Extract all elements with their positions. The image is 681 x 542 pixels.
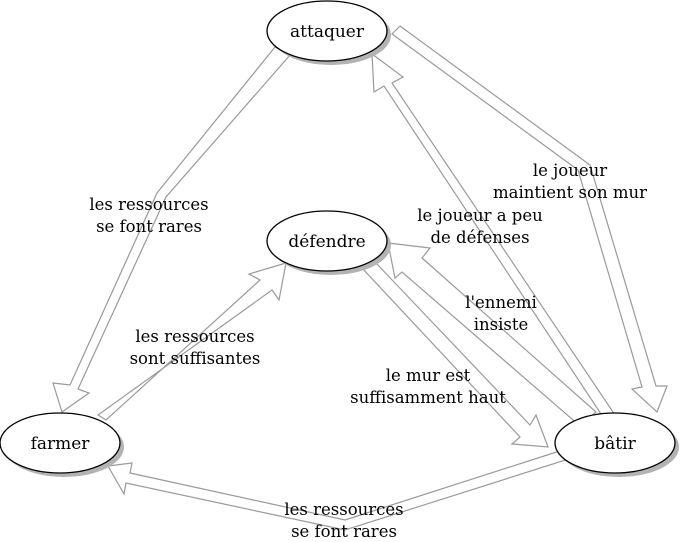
- label-batir-to-defendre: le joueur a peu de défenses: [417, 206, 543, 247]
- arrow-farmer-to-defendre: [96, 262, 287, 421]
- state-batir-ellipse: [554, 412, 676, 474]
- arrow-defendre-to-batir: [360, 261, 549, 448]
- label-defendre-to-batir-line2: suffisamment haut: [350, 388, 506, 407]
- state-defendre: défendre: [266, 210, 391, 275]
- arrow-attaquer-to-farmer: [52, 46, 291, 413]
- state-attaquer: attaquer: [266, 0, 391, 65]
- label-batir-to-defendre-line2: de défenses: [430, 228, 529, 247]
- state-farmer-label: farmer: [31, 434, 91, 454]
- label-attaquer-to-farmer-line2: se font rares: [96, 217, 202, 236]
- label-attaquer-to-batir-line1: le joueur: [533, 161, 607, 180]
- label-defendre-to-batir-line1: le mur est: [386, 366, 471, 385]
- arrow-batir-to-defendre: [387, 242, 597, 427]
- arrow-batir-to-farmer: [107, 446, 576, 531]
- arrow-batir-to-attaquer: [371, 52, 616, 421]
- state-batir: bâtir: [554, 412, 679, 477]
- arrow-attaquer-to-batir: [391, 25, 668, 414]
- label-batir-to-attaquer-line1: l'ennemi: [465, 293, 537, 312]
- label-defendre-to-batir: le mur est suffisamment haut: [350, 366, 506, 407]
- state-defendre-label: défendre: [288, 232, 365, 252]
- state-defendre-ellipse: [266, 210, 388, 272]
- label-attaquer-to-batir-line2: maintient son mur: [493, 183, 647, 202]
- state-farmer-ellipse: [0, 412, 121, 474]
- label-batir-to-farmer-line1: les ressources: [284, 500, 403, 519]
- state-farmer: farmer: [0, 412, 124, 477]
- state-attaquer-ellipse: [266, 0, 388, 62]
- label-farmer-to-defendre-line1: les ressources: [135, 327, 254, 346]
- label-batir-to-farmer: les ressources se font rares: [284, 500, 403, 541]
- label-batir-to-defendre-line1: le joueur a peu: [417, 206, 543, 225]
- label-attaquer-to-farmer: les ressources se font rares: [89, 195, 208, 236]
- label-batir-to-farmer-line2: se font rares: [291, 522, 397, 541]
- state-attaquer-label: attaquer: [290, 22, 365, 42]
- transition-arrows: [52, 25, 668, 531]
- label-batir-to-attaquer: l'ennemi insiste: [465, 293, 537, 334]
- label-farmer-to-defendre: les ressources sont suffisantes: [130, 327, 261, 368]
- state-batir-label: bâtir: [594, 434, 636, 454]
- label-attaquer-to-batir: le joueur maintient son mur: [493, 161, 647, 202]
- label-farmer-to-defendre-line2: sont suffisantes: [130, 349, 261, 368]
- label-attaquer-to-farmer-line1: les ressources: [89, 195, 208, 214]
- label-batir-to-attaquer-line2: insiste: [474, 315, 529, 334]
